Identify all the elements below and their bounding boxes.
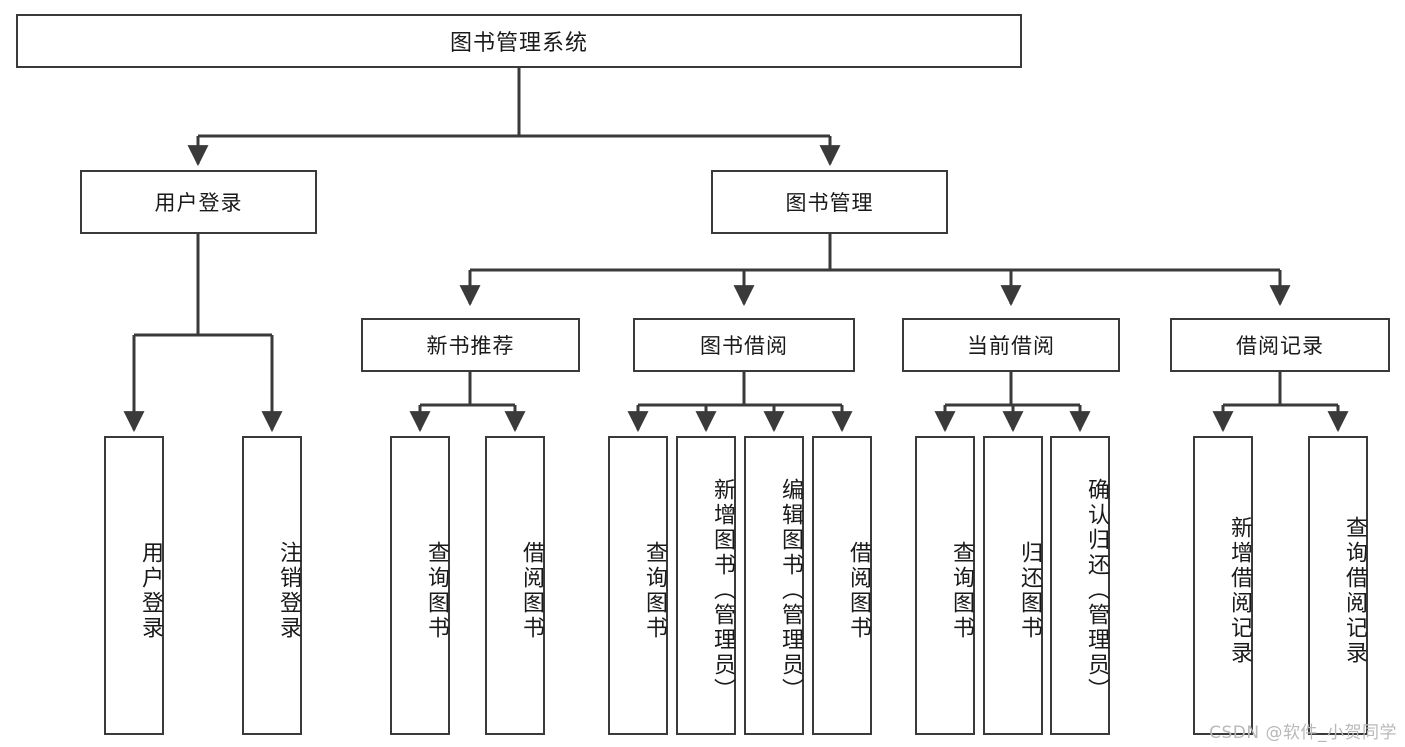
leaf-user-login-login[interactable]: 用户登录 (104, 436, 164, 735)
watermark-text: CSDN @软件_小贺同学 (1209, 723, 1397, 743)
leaf-label: 新增图书（管理员） (710, 478, 735, 703)
leaf-current-borrow-query[interactable]: 查询图书 (915, 436, 975, 735)
leaf-borrow-record-add[interactable]: 新增借阅记录 (1193, 436, 1253, 735)
leaf-current-borrow-return[interactable]: 归还图书 (983, 436, 1043, 735)
leaf-label: 归还图书 (1017, 540, 1042, 641)
leaf-borrow-record-query[interactable]: 查询借阅记录 (1308, 436, 1368, 735)
node-current-borrow[interactable]: 当前借阅 (902, 318, 1120, 372)
node-book-management[interactable]: 图书管理 (711, 170, 948, 234)
leaf-label: 查询图书 (949, 540, 974, 641)
leaf-label: 借阅图书 (846, 540, 871, 641)
leaf-label: 查询图书 (642, 540, 667, 641)
leaf-label: 注销登录 (276, 540, 301, 641)
leaf-label: 查询图书 (424, 540, 449, 641)
leaf-book-borrow-borrow[interactable]: 借阅图书 (812, 436, 872, 735)
leaf-current-borrow-confirm-return[interactable]: 确认归还（管理员） (1050, 436, 1110, 735)
node-book-borrow[interactable]: 图书借阅 (633, 318, 855, 372)
leaf-label: 借阅图书 (519, 540, 544, 641)
leaf-user-login-logout[interactable]: 注销登录 (242, 436, 302, 735)
leaf-book-borrow-add[interactable]: 新增图书（管理员） (676, 436, 736, 735)
node-borrow-record[interactable]: 借阅记录 (1170, 318, 1390, 372)
leaf-book-borrow-query[interactable]: 查询图书 (608, 436, 668, 735)
leaf-label: 确认归还（管理员） (1084, 478, 1109, 703)
node-user-login[interactable]: 用户登录 (80, 170, 317, 234)
leaf-label: 查询借阅记录 (1342, 515, 1367, 666)
leaf-label: 编辑图书（管理员） (778, 478, 803, 703)
node-root-system[interactable]: 图书管理系统 (16, 14, 1022, 68)
leaf-label: 新增借阅记录 (1227, 515, 1252, 666)
leaf-book-borrow-edit[interactable]: 编辑图书（管理员） (744, 436, 804, 735)
leaf-new-book-query[interactable]: 查询图书 (390, 436, 450, 735)
leaf-label: 用户登录 (138, 540, 163, 641)
leaf-new-book-borrow[interactable]: 借阅图书 (485, 436, 545, 735)
node-new-book-recommend[interactable]: 新书推荐 (361, 318, 580, 372)
